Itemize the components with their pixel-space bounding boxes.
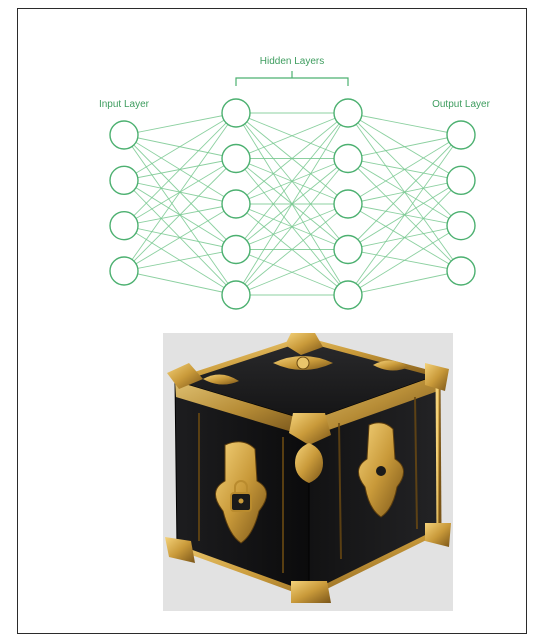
edge-1-1-0 xyxy=(235,112,349,159)
layer-nodes xyxy=(109,98,476,310)
edge-0-1-0 xyxy=(123,112,237,181)
edge-0-2-0 xyxy=(123,112,237,226)
hidden-2-node-5 xyxy=(333,280,363,310)
input-node-3 xyxy=(109,210,139,241)
neural-network-diagram: Input Layer Hidden Layers Output Layer xyxy=(99,56,491,310)
edge-2-4-0 xyxy=(347,134,462,296)
output-layer-label: Output Layer xyxy=(432,99,490,110)
edge-2-4-3 xyxy=(347,270,462,296)
input-node-2 xyxy=(109,165,139,196)
input-layer-label: Input Layer xyxy=(99,99,150,110)
input-node-4 xyxy=(109,256,139,286)
connection-edges xyxy=(123,112,462,296)
edge-2-2-0 xyxy=(347,134,462,205)
hidden-1-node-5 xyxy=(221,280,251,310)
hidden-1-node-4 xyxy=(221,234,251,265)
hidden-2-node-2 xyxy=(333,143,363,174)
output-node-2 xyxy=(446,165,476,196)
hidden-1-node-1 xyxy=(221,98,251,128)
edge-0-3-2 xyxy=(123,203,237,272)
hidden-2-node-4 xyxy=(333,234,363,265)
ornate-chest-icon xyxy=(165,333,451,603)
edge-1-4-3 xyxy=(235,249,349,296)
edge-2-0-0 xyxy=(347,112,462,136)
edge-1-4-2 xyxy=(235,203,349,296)
edge-0-3-4 xyxy=(123,270,237,296)
edge-0-3-0 xyxy=(123,112,237,272)
edge-1-3-0 xyxy=(235,112,349,250)
edge-2-3-0 xyxy=(347,134,462,250)
hidden-2-node-3 xyxy=(333,189,363,219)
edge-0-3-1 xyxy=(123,158,237,272)
edge-0-3-3 xyxy=(123,249,237,272)
edge-1-2-0 xyxy=(235,112,349,205)
chest-image xyxy=(163,333,453,611)
input-node-1 xyxy=(109,120,139,150)
output-node-4 xyxy=(446,256,476,286)
edge-2-1-0 xyxy=(347,134,462,159)
hidden-2-node-1 xyxy=(333,98,363,128)
hidden-1-node-2 xyxy=(221,143,251,174)
hidden-layers-label: Hidden Layers xyxy=(260,56,324,67)
edge-2-4-1 xyxy=(347,180,462,296)
hidden-1-node-3 xyxy=(221,189,251,219)
hidden-layers-bracket xyxy=(235,71,349,86)
output-node-3 xyxy=(446,210,476,241)
edge-0-0-0 xyxy=(123,112,237,136)
edge-1-4-1 xyxy=(235,158,349,296)
edge-1-4-0 xyxy=(235,112,349,296)
output-node-1 xyxy=(446,120,476,150)
edge-2-4-2 xyxy=(347,225,462,296)
